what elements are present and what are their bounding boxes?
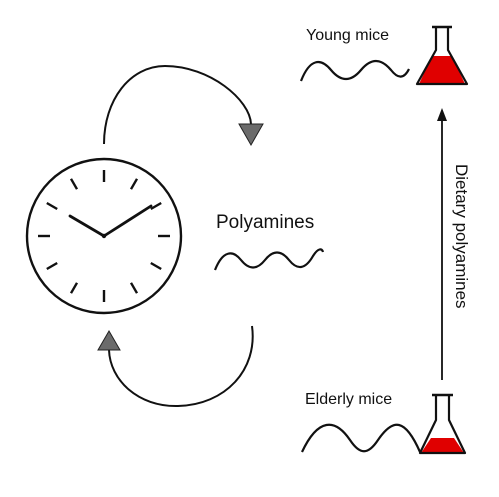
clock-tick	[46, 261, 58, 271]
clock-ticks	[38, 170, 170, 302]
young-flask-icon	[415, 25, 469, 86]
dietary-arrowhead	[437, 108, 447, 121]
elderly-mice-label: Elderly mice	[305, 391, 392, 408]
young-flask-outline	[415, 28, 469, 86]
clock-tick	[150, 261, 162, 271]
clock-hour-hand	[68, 214, 106, 238]
clock-tick	[150, 201, 162, 211]
top-cycle-arrow	[103, 64, 264, 147]
clock-tick	[129, 178, 139, 190]
young-wave-icon	[299, 59, 410, 82]
bottom-arc	[108, 325, 254, 408]
clock-tick	[69, 282, 79, 294]
young-mice-label: Young mice	[306, 27, 389, 44]
top-arrowhead	[238, 123, 264, 147]
clock-tick	[129, 282, 139, 294]
elderly-flask-liquid	[421, 438, 464, 453]
bottom-cycle-arrow	[97, 325, 254, 408]
clock-tick	[69, 178, 79, 190]
dietary-arrow	[437, 108, 447, 380]
elderly-flask-outline	[418, 396, 467, 455]
bottom-arrowhead	[97, 330, 121, 351]
top-arc	[103, 64, 252, 145]
clock-center	[101, 233, 107, 239]
young-flask-liquid	[419, 56, 465, 84]
polyamines-label: Polyamines	[216, 212, 314, 233]
clock-tick	[46, 201, 58, 211]
clock-minute-hand	[102, 204, 153, 238]
elderly-flask-icon	[418, 393, 467, 455]
clock-icon	[25, 157, 183, 315]
dietary-polyamines-label: Dietary polyamines	[452, 164, 471, 309]
elderly-wave-icon	[301, 423, 422, 453]
polyamines-wave-icon	[213, 248, 325, 271]
